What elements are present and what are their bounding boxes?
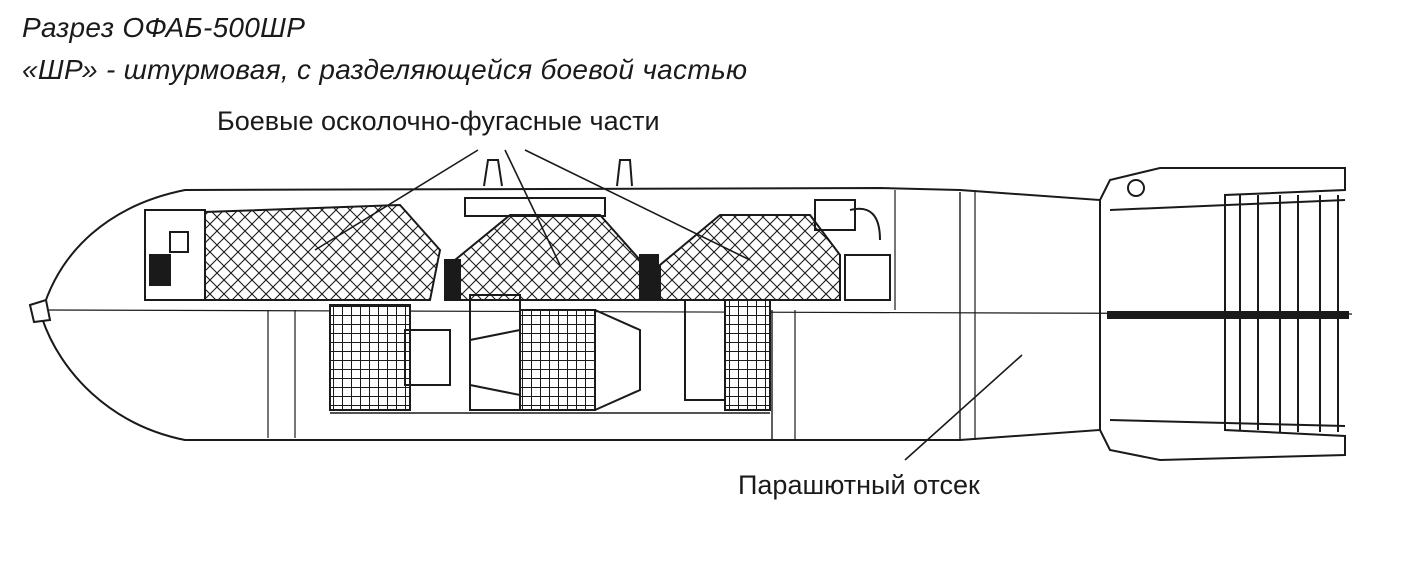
warhead-1 bbox=[144, 203, 442, 301]
suspension-lug-front bbox=[483, 159, 503, 187]
diagram-title: Разрез ОФАБ-500ШР bbox=[22, 12, 306, 43]
submunition-pack-3 bbox=[684, 299, 771, 411]
submunition-pack-2 bbox=[469, 294, 641, 411]
diagram-subtitle: «ШР» - штурмовая, с разделяющейся боевой… bbox=[22, 54, 748, 85]
parachute-label: Парашютный отсек bbox=[738, 470, 980, 500]
suspension-lug-rear bbox=[616, 159, 633, 187]
warhead-2 bbox=[444, 197, 641, 301]
warhead-3 bbox=[639, 199, 891, 301]
tail-fins bbox=[1099, 167, 1349, 462]
warheads-label: Боевые осколочно-фугасные части bbox=[217, 106, 660, 136]
submunition-pack-1 bbox=[329, 304, 451, 411]
parachute-leader-line bbox=[904, 354, 1023, 461]
warheads-leader-lines bbox=[314, 149, 751, 266]
nose-fuze bbox=[28, 298, 52, 324]
